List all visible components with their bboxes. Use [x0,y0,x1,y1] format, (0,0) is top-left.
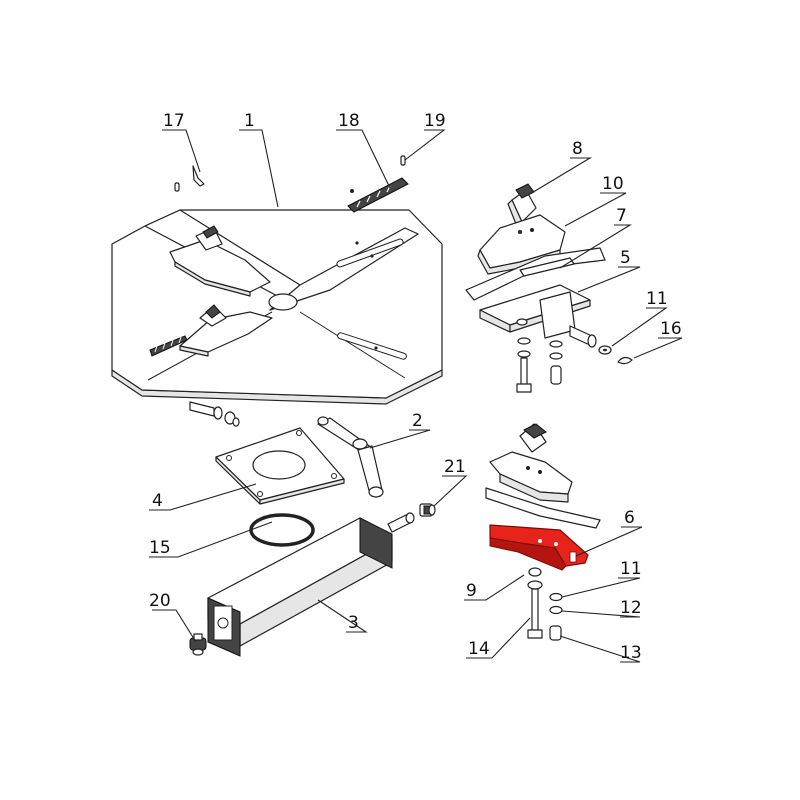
callout-20: 20 [149,591,171,611]
callout-19: 19 [424,111,446,131]
callout-4: 4 [152,491,163,511]
callout-3: 3 [348,613,359,633]
callout-6: 6 [624,508,635,528]
part-8-clamp-cap [507,183,537,225]
part-19-pin [400,155,406,166]
upper-bolt-assembly [516,337,563,393]
callout-16: 16 [660,319,682,339]
part-16-clip [617,356,633,365]
part-1-main-plate [111,209,443,427]
part-3-cylinder [207,512,415,657]
part-20-fitting [189,633,207,656]
part-15-snap-ring [249,513,315,547]
part-6-base-highlighted [489,524,589,571]
part-5-jaw-base [479,284,597,348]
callout-17: 17 [163,111,185,131]
callout-18: 18 [338,111,360,131]
leader-lines [149,129,683,663]
callout-21: 21 [444,457,466,477]
plate-shaft [189,401,240,427]
plate-lower-jaw [149,304,273,357]
lower-bolt-assembly [527,567,563,641]
lower-jaw [489,451,573,503]
callout-8: 8 [572,139,583,159]
lower-clamp-cap [519,423,547,453]
callout-12: 12 [620,598,642,618]
callout-14: 14 [468,639,490,659]
callout-5: 5 [620,248,631,268]
part-2-lever [317,416,384,498]
callout-10: 10 [602,174,624,194]
callout-labels: 17 1 18 19 8 10 7 5 11 16 2 4 15 3 20 21… [149,111,682,663]
part-7-slide-bar [465,247,606,301]
callout-1: 1 [244,111,255,131]
plate-upper-jaw [169,225,271,297]
part-11-washer-upper [598,345,612,355]
lower-slide-bar [485,487,601,529]
part-4-mounting-plate [215,427,345,505]
part-17-pin [174,165,205,192]
callout-11-upper: 11 [646,289,668,309]
callout-13: 13 [620,643,642,663]
callout-15: 15 [149,538,171,558]
part-18-rack [347,177,409,213]
callout-9: 9 [466,581,477,601]
callout-2: 2 [412,411,423,431]
callout-7: 7 [616,206,627,226]
callout-11-lower: 11 [620,559,642,579]
part-21-fitting [419,503,436,517]
